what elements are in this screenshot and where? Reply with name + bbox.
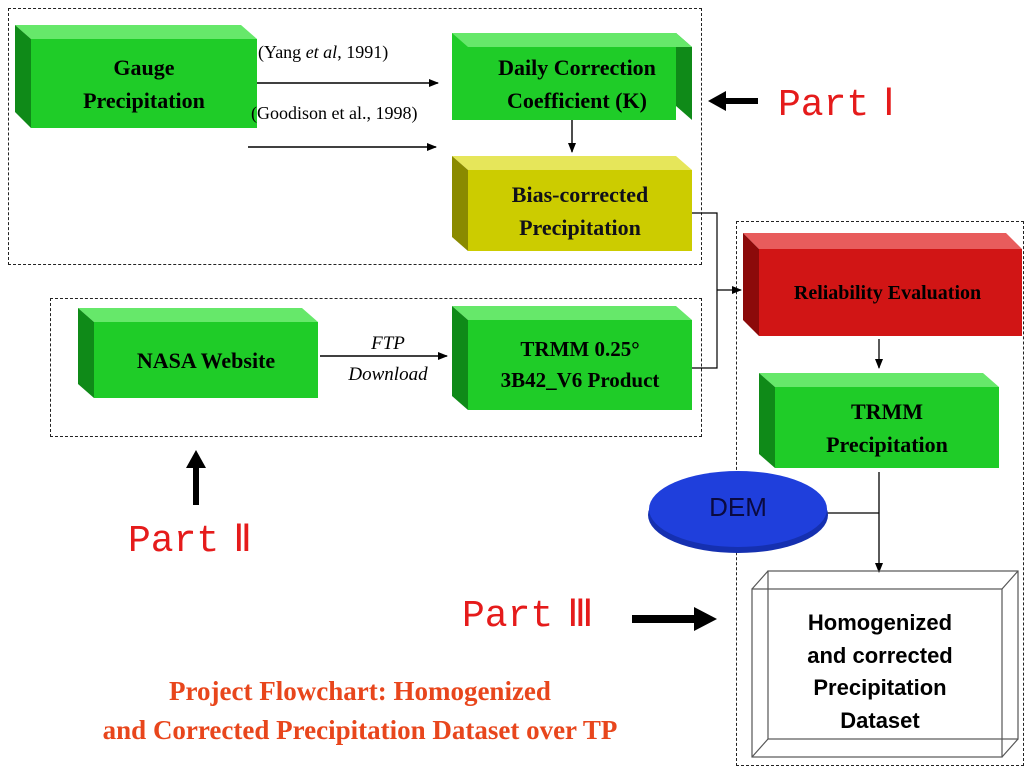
node-bias-corrected-precipitation: Bias-corrected Precipitation bbox=[452, 156, 692, 251]
daily-k-label: Daily Correction Coefficient (K) bbox=[498, 54, 656, 113]
title-line-2: and Corrected Precipitation Dataset over… bbox=[102, 715, 618, 746]
part1-numeral: Ⅰ bbox=[883, 82, 895, 124]
gauge-label: Gauge Precipitation bbox=[83, 54, 205, 113]
yang-suffix: , 1991) bbox=[337, 42, 389, 62]
node-nasa-website: NASA Website bbox=[78, 308, 318, 398]
node-daily-correction-coefficient: Daily Correction Coefficient (K) bbox=[452, 33, 692, 120]
yang-italic: et al bbox=[305, 42, 338, 62]
edge-bias-to-merge bbox=[692, 212, 718, 290]
node-reliability-evaluation: Reliability Evaluation bbox=[743, 233, 1022, 336]
reliability-label: Reliability Evaluation bbox=[793, 281, 982, 304]
part3-word: Part bbox=[462, 595, 554, 638]
yang-reference: (Yang et al, 1991) bbox=[258, 42, 388, 63]
node-final-dataset: Homogenized and corrected Precipitation … bbox=[750, 569, 1020, 760]
diagram-title: Project Flowchart: Homogenized and Corre… bbox=[0, 672, 720, 750]
goodison-reference: (Goodison et al., 1998) bbox=[251, 103, 418, 123]
download-label: Download bbox=[348, 364, 428, 385]
part1-group bbox=[8, 8, 702, 265]
node-trmm-product: TRMM 0.25° 3B42_V6 Product bbox=[452, 306, 692, 410]
part1-label: Part Ⅰ bbox=[778, 84, 894, 125]
dem-label: DEM bbox=[709, 492, 767, 522]
part2-word: Part bbox=[128, 520, 220, 563]
part1-word: Part bbox=[778, 84, 870, 127]
part3-numeral: Ⅲ bbox=[567, 593, 594, 635]
yang-prefix: (Yang bbox=[258, 42, 306, 62]
node-dem: DEM bbox=[646, 468, 830, 554]
trmm-precip-label: TRMM Precipitation bbox=[826, 398, 948, 457]
edge-trmm-to-merge bbox=[692, 290, 718, 369]
node-gauge-precipitation: Gauge Precipitation bbox=[15, 25, 257, 128]
part2-numeral: Ⅱ bbox=[233, 518, 252, 560]
nasa-label: NASA Website bbox=[136, 347, 276, 373]
part2-label: Part Ⅱ bbox=[128, 520, 252, 561]
bias-label: Bias-corrected Precipitation bbox=[511, 181, 649, 240]
ftp-label: FTP bbox=[371, 333, 405, 354]
part3-label: Part Ⅲ bbox=[462, 595, 593, 636]
trmm-product-label: TRMM 0.25° 3B42_V6 Product bbox=[500, 336, 660, 393]
node-trmm-precipitation: TRMM Precipitation bbox=[759, 373, 999, 468]
title-line-1: Project Flowchart: Homogenized bbox=[169, 676, 551, 706]
final-label: Homogenized and corrected Precipitation … bbox=[807, 610, 953, 733]
